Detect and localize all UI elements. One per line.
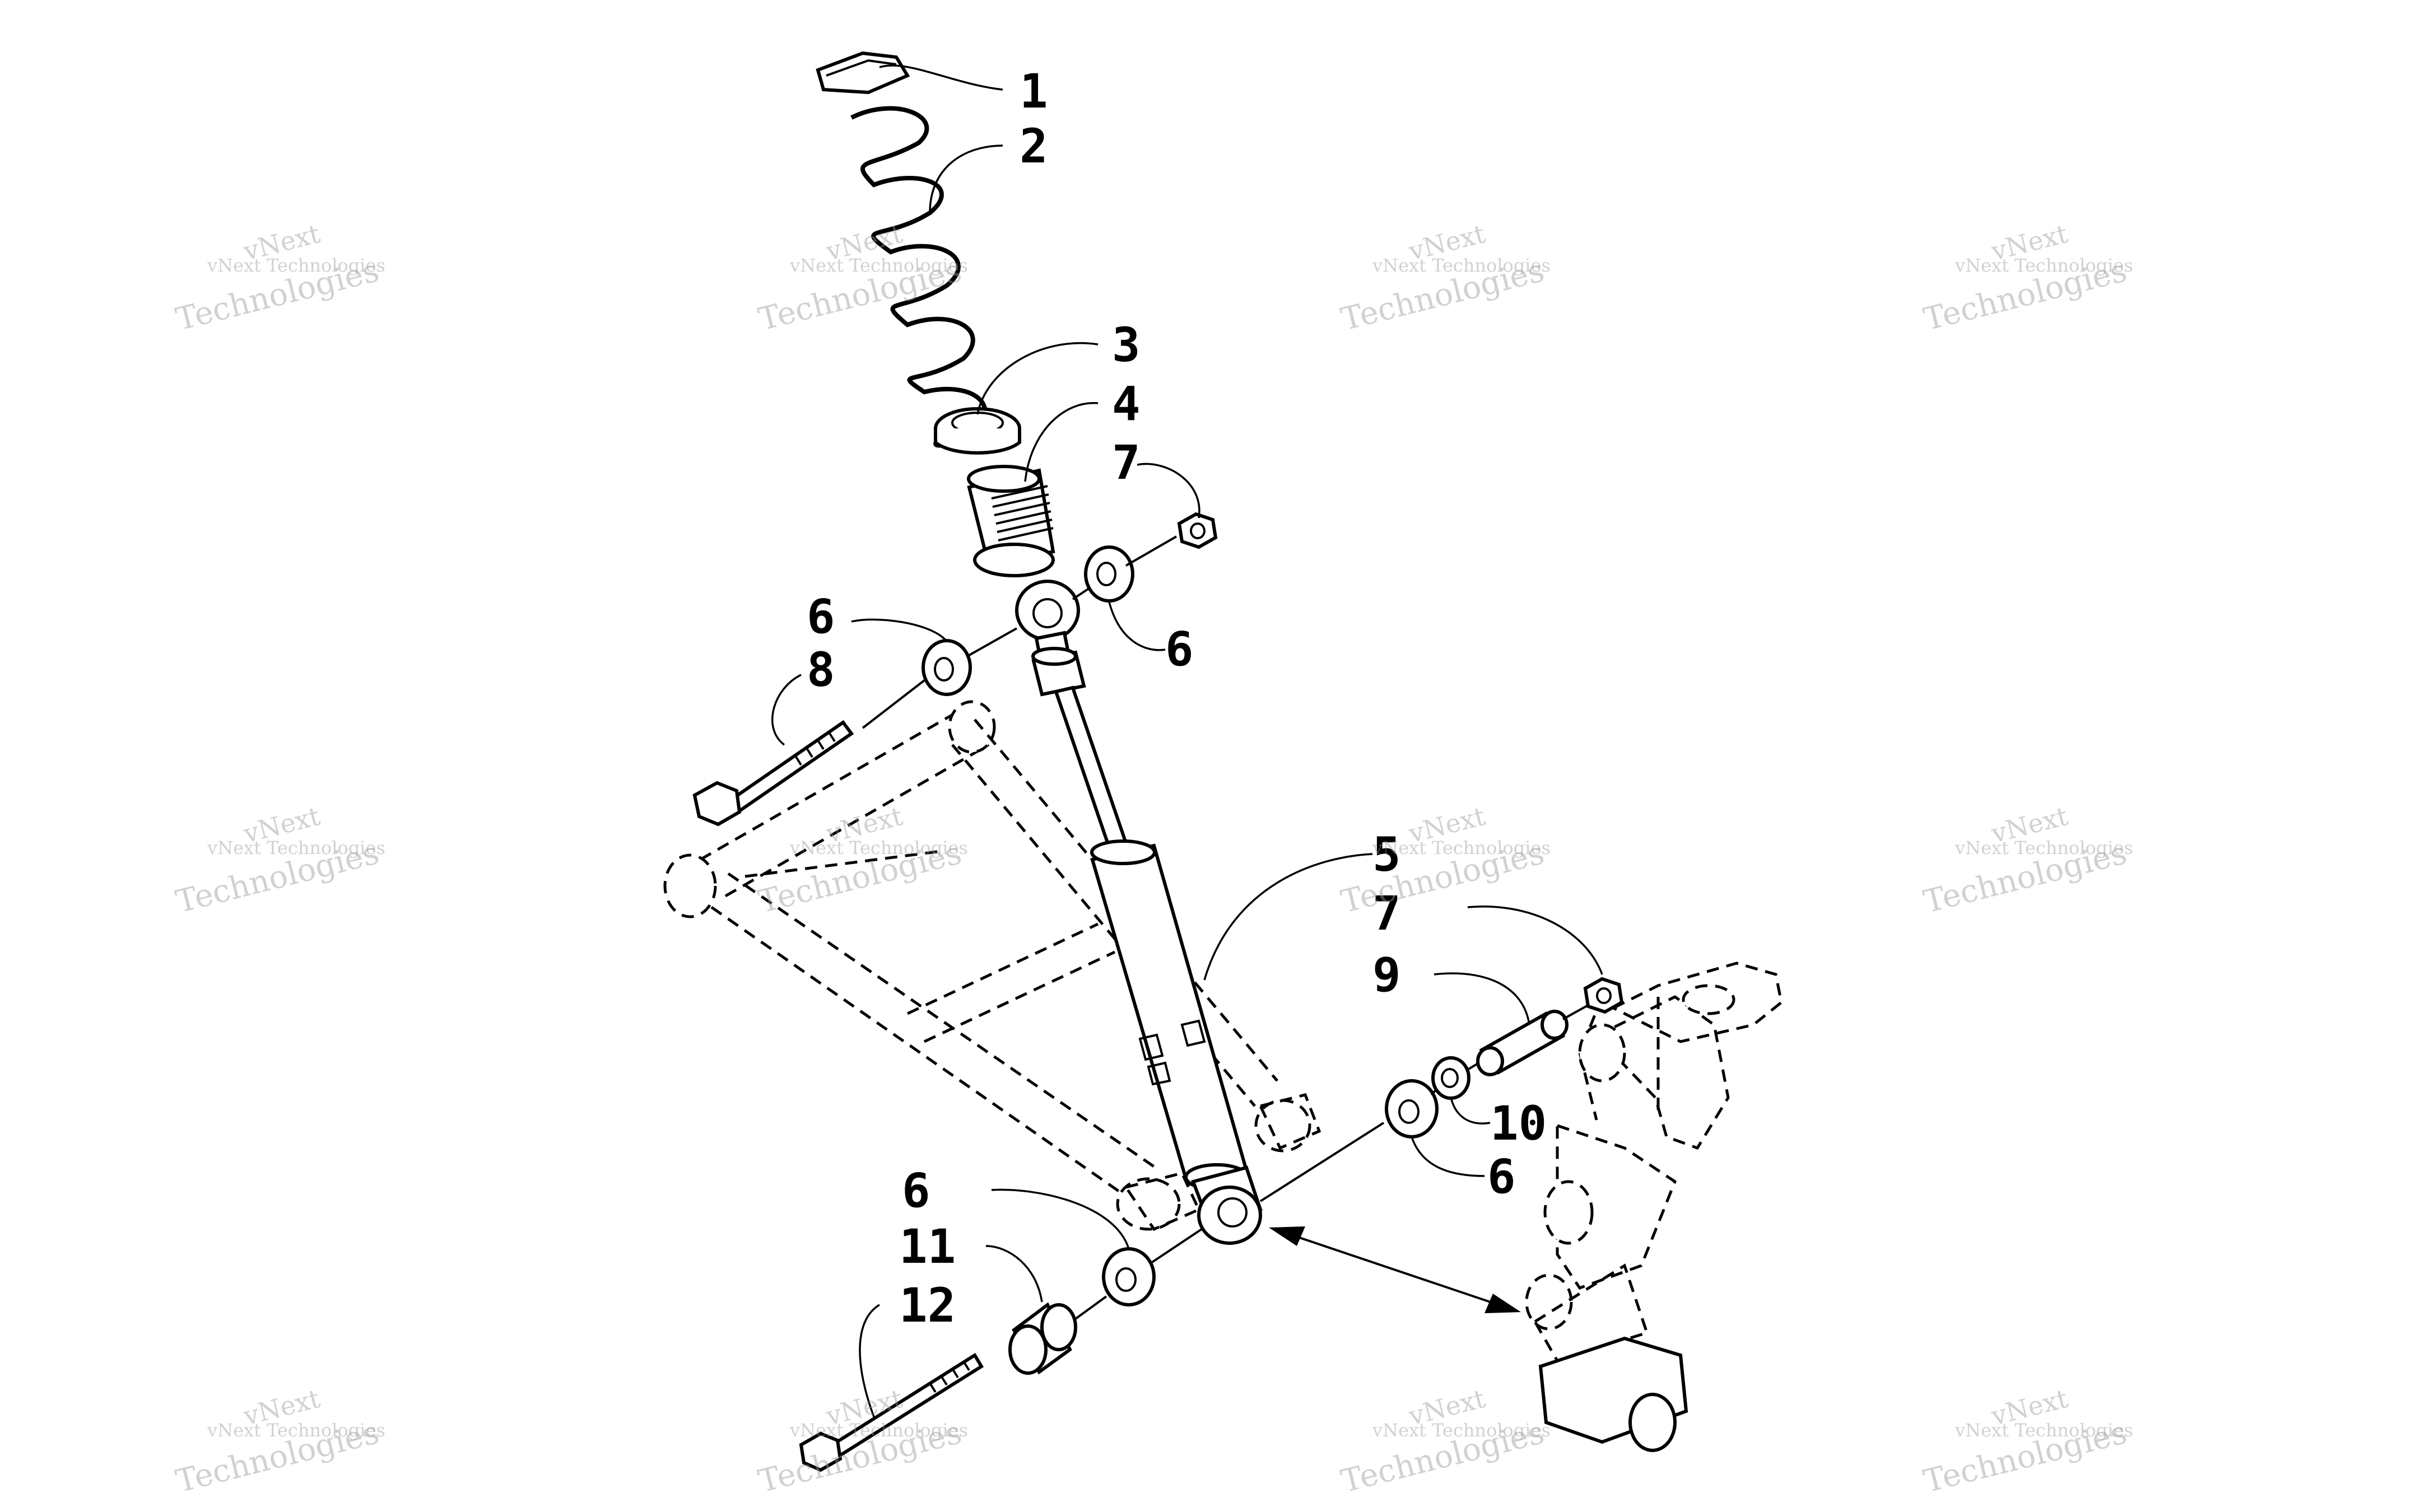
washer <box>1431 1056 1470 1100</box>
watermark: vNext vNext Technologies Technologies <box>1338 801 1551 921</box>
watermark: vNext vNext Technologies Technologies <box>173 218 385 338</box>
watermark: vNext vNext Technologies Technologies <box>1338 1383 1551 1500</box>
lock-nut-upper <box>1177 512 1218 549</box>
watermark-line2: vNext Technologies <box>1372 837 1551 858</box>
callouts: 1 2 3 4 7 6 6 8 5 7 9 10 6 6 11 12 <box>807 64 1547 1333</box>
assembly-lines <box>862 535 1589 1320</box>
callout-9: 9 <box>1372 948 1401 1002</box>
callout-6-upper-left: 6 <box>807 589 835 644</box>
watermark-line2: vNext Technologies <box>789 837 968 858</box>
spacer <box>1008 1302 1077 1375</box>
coil-spring <box>850 106 988 448</box>
lock-nut-lower <box>1583 977 1624 1014</box>
watermark-line2: vNext Technologies <box>207 1420 385 1441</box>
watermark-line2: vNext Technologies <box>207 837 385 858</box>
bushing-upper-left <box>922 639 972 696</box>
watermark-line2: vNext Technologies <box>207 255 385 276</box>
watermark: vNext vNext Technologies Technologies <box>173 1383 385 1500</box>
shock-collar <box>967 465 1055 577</box>
watermark: vNext vNext Technologies Technologies <box>1920 1383 2133 1500</box>
watermark: vNext vNext Technologies Technologies <box>1920 801 2133 921</box>
watermark-line2: vNext Technologies <box>1372 255 1551 276</box>
watermark-line2: vNext Technologies <box>1372 1420 1551 1441</box>
callout-4: 4 <box>1112 376 1141 431</box>
bushing-upper-right <box>1084 545 1134 603</box>
lower-bolt <box>799 1352 984 1472</box>
watermark: vNext vNext Technologies Technologies <box>173 801 385 921</box>
adjuster-nut <box>934 407 1021 455</box>
callout-2: 2 <box>1020 119 1048 174</box>
spindle-phantom <box>1525 962 1783 1452</box>
watermark-line2: vNext Technologies <box>789 1420 968 1441</box>
callout-3: 3 <box>1112 318 1141 372</box>
upper-bolt <box>692 720 854 827</box>
callout-5: 5 <box>1372 827 1401 882</box>
callout-6-lower-left: 6 <box>902 1163 930 1218</box>
callout-8: 8 <box>807 642 835 697</box>
callout-11: 11 <box>899 1219 956 1274</box>
watermark-line2: vNext Technologies <box>1954 1420 2133 1441</box>
watermark-line2: vNext Technologies <box>789 255 968 276</box>
callout-7-upper: 7 <box>1112 435 1141 490</box>
callout-6-lower-right: 6 <box>1487 1149 1516 1204</box>
bushing-lower-right <box>1385 1079 1439 1138</box>
watermark: vNext vNext Technologies Technologies <box>1338 218 1551 338</box>
spring-retainer <box>816 51 910 95</box>
shock-absorber <box>1015 580 1263 1245</box>
callout-10: 10 <box>1490 1096 1547 1151</box>
callout-12: 12 <box>899 1278 956 1333</box>
watermark-line2: vNext Technologies <box>1954 255 2133 276</box>
watermark-line2: vNext Technologies <box>1954 837 2133 858</box>
callout-1: 1 <box>1020 64 1048 119</box>
watermark: vNext vNext Technologies Technologies <box>755 1383 968 1500</box>
bushing-lower-left <box>1102 1247 1156 1306</box>
watermark: vNext vNext Technologies Technologies <box>1920 218 2133 338</box>
leader-lines <box>771 64 1603 1417</box>
callout-6-upper-right: 6 <box>1165 622 1194 676</box>
callout-7-lower: 7 <box>1372 886 1401 941</box>
sleeve <box>1476 1010 1569 1076</box>
